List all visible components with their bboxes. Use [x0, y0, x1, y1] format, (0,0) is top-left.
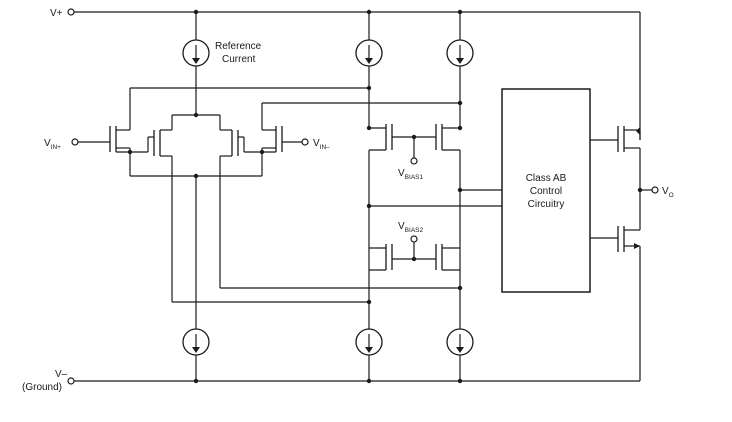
- cascode-bottom-right-transistor: [435, 244, 460, 271]
- input-transistor-inner-right: [219, 129, 244, 176]
- cascode-bottom-left-transistor: [369, 244, 436, 271]
- vin-plus-label: VIN+: [44, 138, 61, 151]
- bottom-current-source-3: [446, 270, 474, 381]
- input-transistor-outer-right: [261, 103, 302, 176]
- v-plus-rail: [74, 11, 641, 140]
- junction-dots: [127, 9, 643, 384]
- class-ab-label-line1: Class AB: [526, 173, 567, 184]
- input-transistor-outer-left: [78, 88, 131, 176]
- reference-label-line1: Reference: [215, 41, 262, 52]
- output-nmos: [590, 226, 640, 252]
- output-node: [639, 148, 659, 230]
- vbias2-node: [410, 235, 418, 259]
- reference-current-source: [182, 12, 210, 115]
- input-to-cascode-wires: [130, 87, 460, 303]
- cascode-top-right-transistor: [435, 124, 461, 270]
- input-tail-wiring: [171, 114, 221, 130]
- v-minus-terminal: [67, 377, 75, 385]
- v-plus-label: V+: [50, 8, 63, 19]
- reference-label-line2: Current: [222, 54, 256, 65]
- vbias1-label: VBIAS1: [398, 168, 423, 181]
- top-current-source-3: [446, 12, 474, 128]
- vin-minus-terminal: [301, 138, 309, 146]
- v-minus-label: V–: [55, 369, 68, 380]
- class-ab-label-line2: Control: [530, 186, 562, 197]
- v-minus-rail: [74, 246, 641, 382]
- cascode-to-classab-wires: [369, 189, 502, 207]
- bottom-current-source-1: [182, 176, 210, 381]
- vbias2-label: VBIAS2: [398, 221, 423, 234]
- vo-label: VO: [662, 186, 674, 199]
- vin-minus-label: VIN–: [313, 138, 330, 151]
- vin-plus-terminal: [71, 138, 79, 146]
- vbias1-node: [410, 137, 418, 165]
- ground-label: (Ground): [22, 382, 62, 393]
- class-ab-label-line3: Circuitry: [528, 199, 565, 210]
- output-pmos: [590, 126, 641, 152]
- cascode-top-left-transistor: [368, 124, 436, 270]
- v-plus-terminal: [67, 8, 75, 16]
- input-gate-ties: [116, 137, 276, 153]
- top-current-source-2: [355, 12, 383, 128]
- input-transistor-inner-left: [148, 129, 173, 176]
- bottom-current-source-2: [355, 270, 383, 381]
